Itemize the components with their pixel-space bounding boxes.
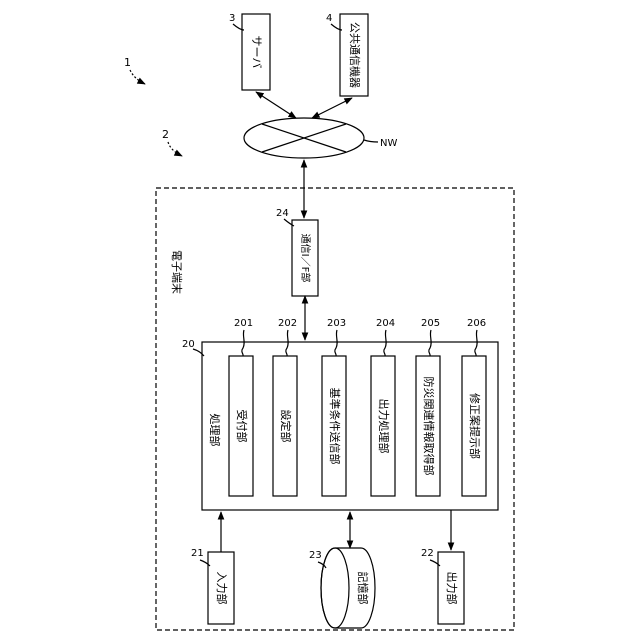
processing-ref: 20: [182, 339, 195, 350]
terminal-title: 電子端末: [170, 250, 184, 294]
server-node: サーバ 3: [229, 13, 270, 90]
unit-label: 基準条件送信部: [328, 388, 342, 465]
unit-label: 修正案提示部: [468, 393, 482, 459]
storage-unit: 記憶部 23: [309, 548, 375, 628]
output-ref: 22: [421, 548, 434, 559]
comm-if-node: 通信I／F部 24: [276, 208, 318, 296]
input-unit: 入力部 21: [191, 548, 234, 624]
unit-ref: 205: [421, 318, 440, 329]
system-ref-leader: [130, 70, 145, 84]
processing-label: 処理部: [208, 414, 222, 447]
network-label: NW: [380, 138, 397, 149]
network-node: NW: [244, 118, 397, 158]
server-nw-arrow: [256, 92, 296, 118]
system-ref-label: 1: [124, 56, 131, 69]
comm-if-label: 通信I／F部: [299, 234, 312, 283]
terminal-ref-label: 2: [162, 128, 169, 141]
unit-ref: 204: [376, 318, 395, 329]
unit-ref: 206: [467, 318, 486, 329]
unit-label: 受付部: [235, 410, 249, 443]
public-comm-nw-arrow: [312, 98, 352, 118]
terminal-ref-leader: [168, 142, 182, 156]
output-label: 出力部: [445, 572, 459, 605]
unit-ref: 203: [327, 318, 346, 329]
unit-label: 設定部: [279, 410, 293, 443]
comm-if-ref: 24: [276, 208, 289, 219]
public-comm-node: 公共通信機器 4: [326, 13, 368, 96]
storage-label: 記憶部: [356, 572, 370, 605]
output-unit: 出力部 22: [421, 548, 464, 624]
public-comm-ref: 4: [326, 13, 332, 24]
unit-label: 防災関連情報取得部: [422, 377, 436, 476]
unit-ref: 201: [234, 318, 253, 329]
input-label: 入力部: [215, 572, 229, 605]
public-comm-label: 公共通信機器: [348, 22, 362, 88]
server-ref: 3: [229, 13, 235, 24]
storage-ref: 23: [309, 550, 322, 561]
unit-label: 出力処理部: [377, 399, 391, 454]
input-ref: 21: [191, 548, 204, 559]
server-label: サーバ: [250, 36, 263, 69]
unit-ref: 202: [278, 318, 297, 329]
network-ref-leader: [364, 140, 378, 142]
